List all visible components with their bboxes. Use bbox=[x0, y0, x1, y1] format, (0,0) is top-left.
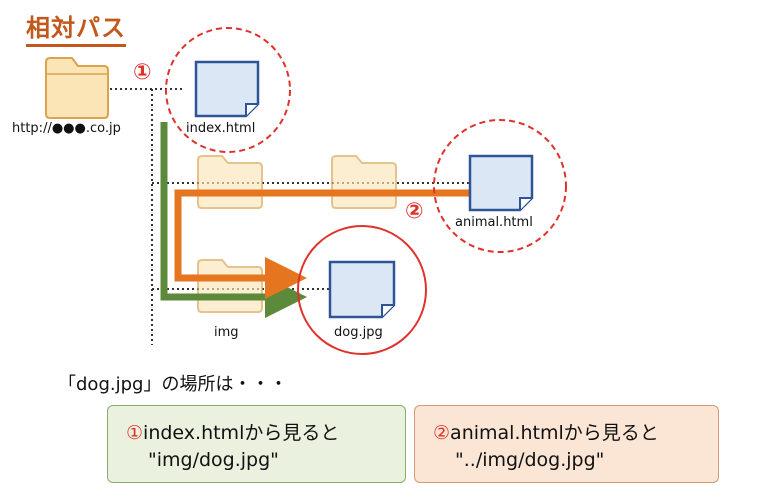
answer-one-marker: ① bbox=[126, 422, 144, 444]
answer-one-box: ①index.htmlから見ると "img/dog.jpg" bbox=[107, 405, 406, 483]
dog-highlight bbox=[297, 225, 427, 355]
img-label: img bbox=[214, 325, 239, 340]
path-two-arrow bbox=[174, 189, 470, 299]
marker-two: ② bbox=[405, 199, 424, 224]
question-text: 「dog.jpg」の場所は・・・ bbox=[58, 374, 288, 395]
answer-two-box: ②animal.htmlから見ると "../img/dog.jpg" bbox=[414, 405, 719, 483]
img-folder-icon bbox=[197, 259, 263, 313]
dog-document-icon bbox=[328, 260, 396, 319]
answer-two-path: "../img/dog.jpg" bbox=[455, 449, 605, 471]
folder-icon bbox=[331, 155, 397, 209]
index-highlight bbox=[165, 27, 291, 153]
path-one-arrow bbox=[160, 122, 307, 318]
folder-icon bbox=[197, 155, 263, 209]
animal-document-icon bbox=[468, 154, 534, 212]
answer-one-path: "img/dog.jpg" bbox=[148, 449, 279, 471]
page-title: 相対パス bbox=[26, 8, 126, 47]
root-folder-icon bbox=[45, 57, 109, 119]
marker-one: ① bbox=[133, 60, 152, 85]
root-label: http://●●●.co.jp bbox=[12, 121, 121, 136]
answer-one-line1: ①index.htmlから見ると bbox=[126, 422, 340, 444]
answer-two-marker: ② bbox=[433, 422, 451, 444]
tree-lines bbox=[110, 88, 470, 345]
index-label: index.html bbox=[186, 121, 256, 136]
dog-label: dog.jpg bbox=[334, 325, 383, 340]
animal-highlight bbox=[433, 119, 567, 253]
animal-label: animal.html bbox=[455, 215, 533, 230]
answer-two-line1: ②animal.htmlから見ると bbox=[433, 422, 659, 444]
index-document-icon bbox=[194, 60, 260, 118]
